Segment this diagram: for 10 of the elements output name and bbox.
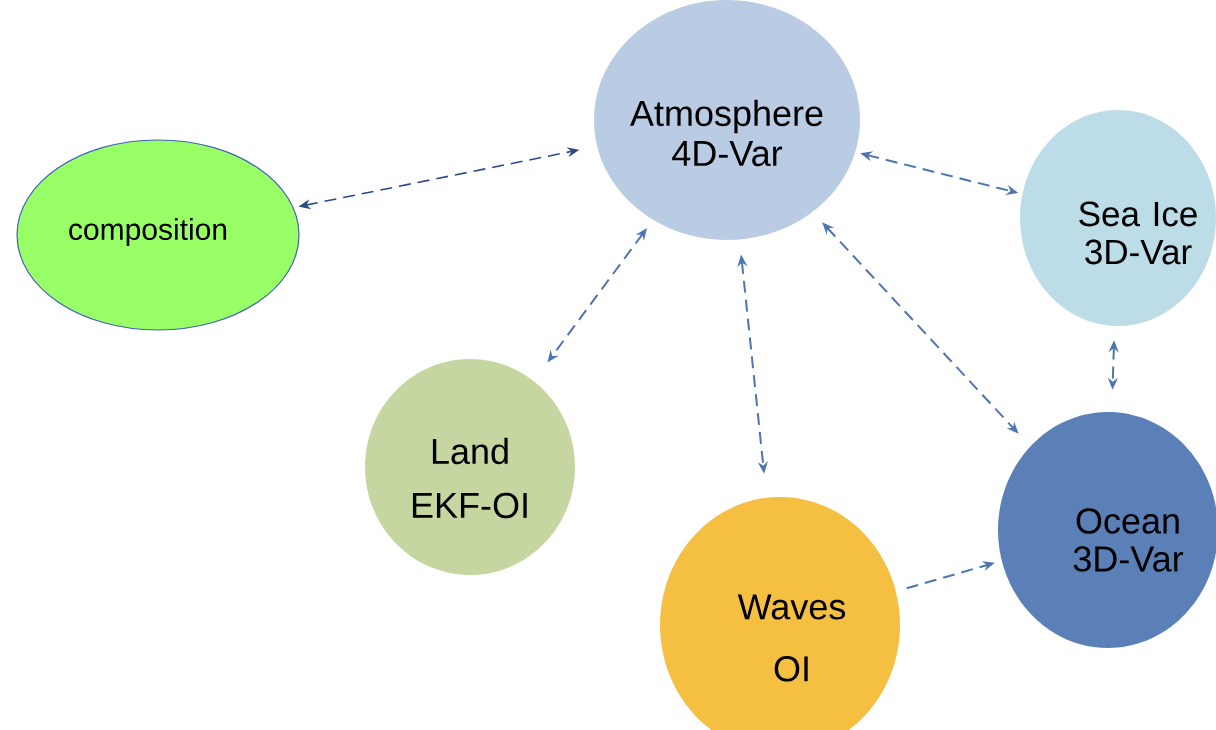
node-label: Land EKF-OI [412, 437, 527, 519]
circle-node [365, 359, 575, 575]
node-label: Sea Ice 3D-Var [1079, 201, 1197, 265]
circle-node [1020, 110, 1216, 326]
node-label: Ocean 3D-Var [1073, 508, 1184, 572]
ellipse-node [16, 139, 300, 331]
ellipse-node [594, 0, 860, 240]
node-label: Atmosphere 4D-Var [630, 99, 823, 167]
node-label: composition [69, 218, 227, 246]
node-label: Waves OI [737, 594, 846, 682]
